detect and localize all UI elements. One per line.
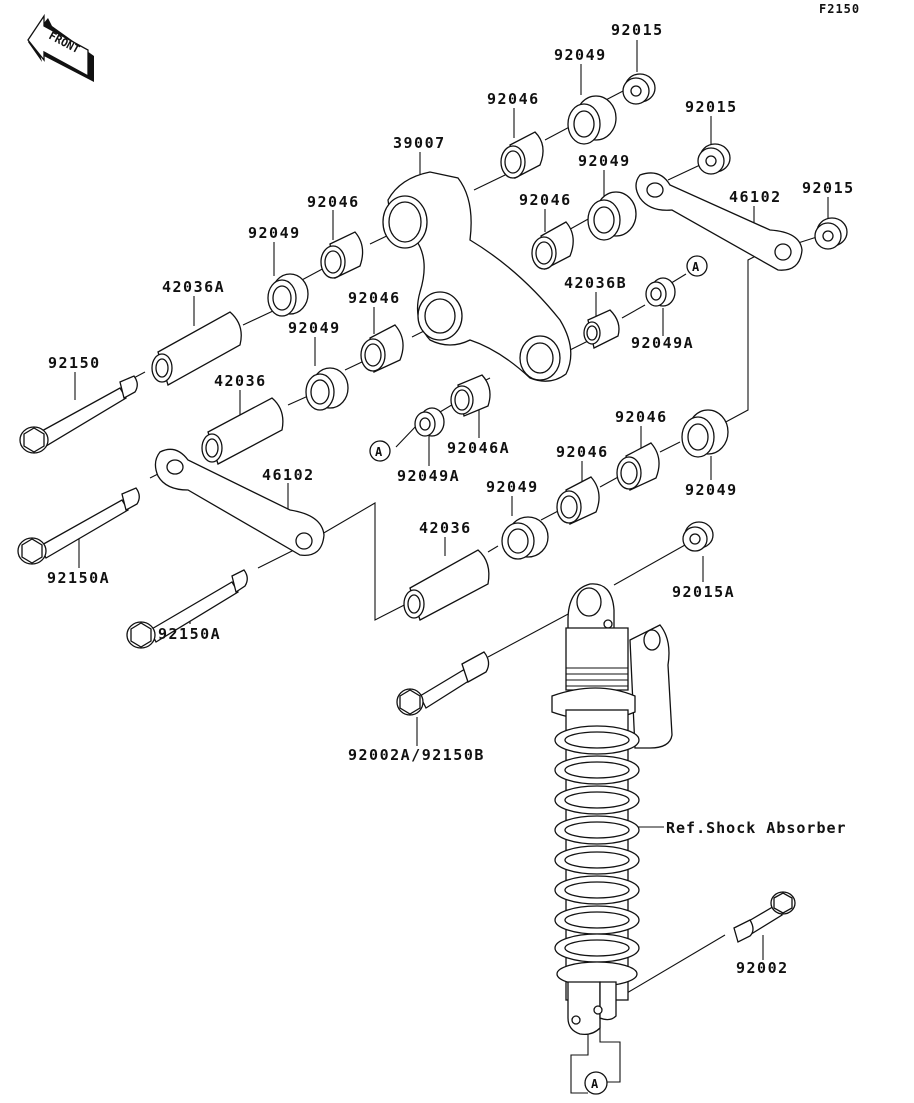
bolt-92150 bbox=[19, 375, 138, 454]
part-label[interactable]: 42036B bbox=[564, 274, 628, 292]
part-label[interactable]: 92046 bbox=[519, 191, 572, 209]
reference-marker-a: A bbox=[369, 440, 391, 462]
part-label[interactable]: 92049 bbox=[248, 224, 301, 242]
bearing-92046 bbox=[616, 442, 660, 491]
part-label[interactable]: 92002 bbox=[736, 959, 789, 977]
front-arrow-icon: FRONT bbox=[27, 13, 94, 82]
sleeve-42036B bbox=[583, 309, 620, 349]
svg-text:A: A bbox=[591, 1077, 599, 1091]
part-label[interactable]: 92049A bbox=[397, 467, 461, 485]
bolt-92150A bbox=[17, 487, 140, 565]
collar-92049 bbox=[305, 367, 349, 411]
part-label[interactable]: 42036A bbox=[162, 278, 226, 296]
part-label[interactable]: 92046 bbox=[556, 443, 609, 461]
part-label[interactable]: 92046 bbox=[487, 90, 540, 108]
shock-absorber bbox=[551, 583, 673, 1036]
part-label[interactable]: 92049 bbox=[578, 152, 631, 170]
reference-marker-a: A bbox=[584, 1071, 608, 1095]
rocker-arm-39007 bbox=[382, 171, 572, 382]
collar-92049 bbox=[267, 273, 309, 317]
part-label[interactable]: 92049 bbox=[685, 481, 738, 499]
reference-marker-a: A bbox=[686, 255, 708, 277]
part-label[interactable]: 92015 bbox=[802, 179, 855, 197]
part-label[interactable]: 39007 bbox=[393, 134, 446, 152]
bolt-92002 bbox=[733, 891, 796, 943]
part-label[interactable]: 92015 bbox=[685, 98, 738, 116]
bearing-92046 bbox=[531, 221, 574, 271]
sleeve-42036 bbox=[201, 397, 284, 465]
link-46102-upper bbox=[635, 172, 803, 271]
part-label[interactable]: 92015A bbox=[672, 583, 736, 601]
svg-text:A: A bbox=[692, 260, 700, 274]
sleeve-42036A bbox=[151, 311, 242, 386]
sleeve-42036 bbox=[403, 549, 490, 621]
part-label[interactable]: 92046 bbox=[615, 408, 668, 426]
nut-92015-right bbox=[814, 217, 848, 250]
collar-92049 bbox=[681, 409, 729, 458]
part-label[interactable]: 46102 bbox=[262, 466, 315, 484]
link-46102-lower bbox=[154, 448, 325, 556]
nut-92015A bbox=[682, 521, 714, 552]
part-label[interactable]: 46102 bbox=[729, 188, 782, 206]
nut-92015-top bbox=[622, 73, 656, 105]
collar-92049A bbox=[645, 277, 676, 307]
nut-92015-mid bbox=[697, 143, 731, 175]
bearing-92046 bbox=[320, 231, 364, 279]
part-label[interactable]: 92046A bbox=[447, 439, 511, 457]
part-label[interactable]: 92046 bbox=[307, 193, 360, 211]
svg-text:A: A bbox=[375, 445, 383, 459]
diagram-code: F2150 bbox=[819, 2, 861, 16]
part-label[interactable]: 92015 bbox=[611, 21, 664, 39]
collar-92049 bbox=[567, 95, 617, 145]
part-label[interactable]: 92046 bbox=[348, 289, 401, 307]
coil-spring bbox=[554, 725, 640, 987]
part-label[interactable]: 92049A bbox=[631, 334, 695, 352]
bearing-92046 bbox=[500, 131, 544, 179]
collar-92049 bbox=[587, 191, 637, 241]
part-label[interactable]: 92049 bbox=[554, 46, 607, 64]
part-label[interactable]: 92150A bbox=[47, 569, 111, 587]
part-label[interactable]: 92150A bbox=[158, 625, 222, 643]
part-label[interactable]: 42036 bbox=[214, 372, 267, 390]
bearing-92046 bbox=[360, 324, 404, 373]
part-label[interactable]: 42036 bbox=[419, 519, 472, 537]
collar-92049 bbox=[501, 516, 549, 560]
bolt-92002A-92150B bbox=[396, 651, 490, 716]
collar-92049A bbox=[414, 407, 445, 437]
bolt-92150A bbox=[126, 569, 248, 649]
part-label[interactable]: 92049 bbox=[486, 478, 539, 496]
reference-label-shock-absorber[interactable]: Ref.Shock Absorber bbox=[666, 819, 847, 837]
bearing-92046A bbox=[450, 374, 491, 417]
part-label[interactable]: 92049 bbox=[288, 319, 341, 337]
bearing-92046 bbox=[556, 476, 600, 525]
part-label[interactable]: 92002A/92150B bbox=[348, 746, 485, 764]
spring-adjuster-threads bbox=[566, 667, 628, 687]
part-label[interactable]: 92150 bbox=[48, 354, 101, 372]
